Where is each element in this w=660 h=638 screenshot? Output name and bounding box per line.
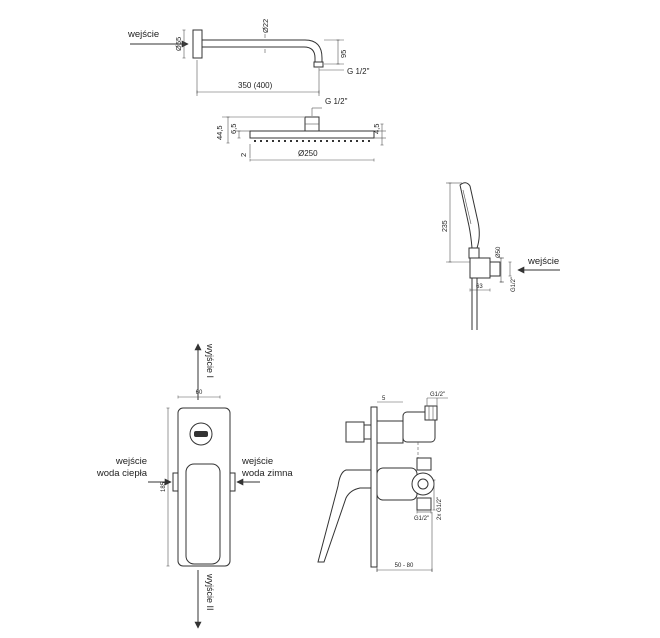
head-thread-label: G 1/2" (325, 97, 348, 106)
hand-length-label: 235 (442, 220, 449, 232)
hand-inlet-label: wejście (527, 256, 559, 267)
warm-inlet-label-2: woda ciepła (96, 468, 148, 479)
head-total-height-label: 44,5 (215, 125, 224, 140)
diverter-knob-grip (194, 431, 208, 437)
side-bottom-thread-label: G1/2" (414, 516, 429, 522)
hand-thread-label: G1/2" (511, 277, 517, 292)
arm-diameter-label: Ø55 (174, 37, 183, 51)
plate-width-label: 60 (196, 390, 203, 396)
side-mixer-outlet (411, 472, 435, 496)
arm-pipe-top (202, 39, 323, 64)
arm-inlet-label: wejście (127, 29, 159, 40)
arm-thread-label: G 1/2" (347, 67, 370, 76)
hand-shower-hose (471, 278, 478, 330)
head-plate (249, 130, 375, 139)
pipe-diameter-label: Ø22 (261, 19, 270, 33)
side-top-dim-label: 5 (382, 396, 386, 402)
side-diverter-body (376, 420, 404, 444)
cold-inlet-label-2: woda zimna (241, 468, 293, 479)
outlet-2-label: wyjście II (205, 573, 215, 611)
shower-head-drawing: G 1/2" 44,5 6,5 2 4,5 Ø250 (215, 97, 386, 162)
head-height-label: 6,5 (229, 124, 238, 134)
plate-height-label: 185 (161, 481, 167, 492)
head-diameter-label: Ø250 (298, 149, 318, 158)
mixer-handle (185, 463, 221, 565)
hand-shower-drawing: 235 Ø50 G1/2" 63 wejście (442, 182, 560, 330)
arm-pipe-bottom (202, 46, 316, 64)
outlet-1-label: wyjście I (205, 343, 215, 378)
side-top-thread-label: G1/2" (430, 392, 445, 398)
hand-shower-head (459, 182, 480, 249)
arm-height-label: 95 (339, 50, 348, 58)
shower-arm-drawing: wejście Ø55 Ø22 95 G 1/2" 350 (400) (127, 19, 370, 96)
hand-shower-handle (468, 247, 480, 259)
side-bottom-threads-label: 2x G1/2" (437, 497, 443, 520)
hand-holder-diameter-label: Ø50 (496, 246, 502, 258)
side-mixer-handle (317, 469, 372, 563)
side-diverter-knob (345, 421, 365, 443)
hand-shower-outlet (489, 261, 501, 277)
cold-inlet-label-1: wejście (241, 456, 273, 467)
side-mixer-body (376, 467, 418, 501)
head-edge-label: 4,5 (372, 124, 381, 134)
side-wall-plate (370, 406, 378, 568)
mixer-side-view: G1/2" 5 2x G1/2" G1/2" 50 - 80 (317, 392, 448, 572)
mixer-front-view: wyjście I 60 185 wejście woda ciepła wej… (96, 343, 293, 629)
warm-inlet-label-1: wejście (115, 456, 147, 467)
side-depth-label: 50 - 80 (395, 563, 414, 569)
hand-shower-holder (469, 257, 491, 279)
arm-wall-flange (192, 29, 203, 59)
head-base-label: 2 (239, 153, 248, 157)
arm-thread-end (313, 61, 324, 68)
hand-depth-label: 63 (476, 284, 483, 290)
arm-length-label: 350 (400) (238, 81, 273, 90)
